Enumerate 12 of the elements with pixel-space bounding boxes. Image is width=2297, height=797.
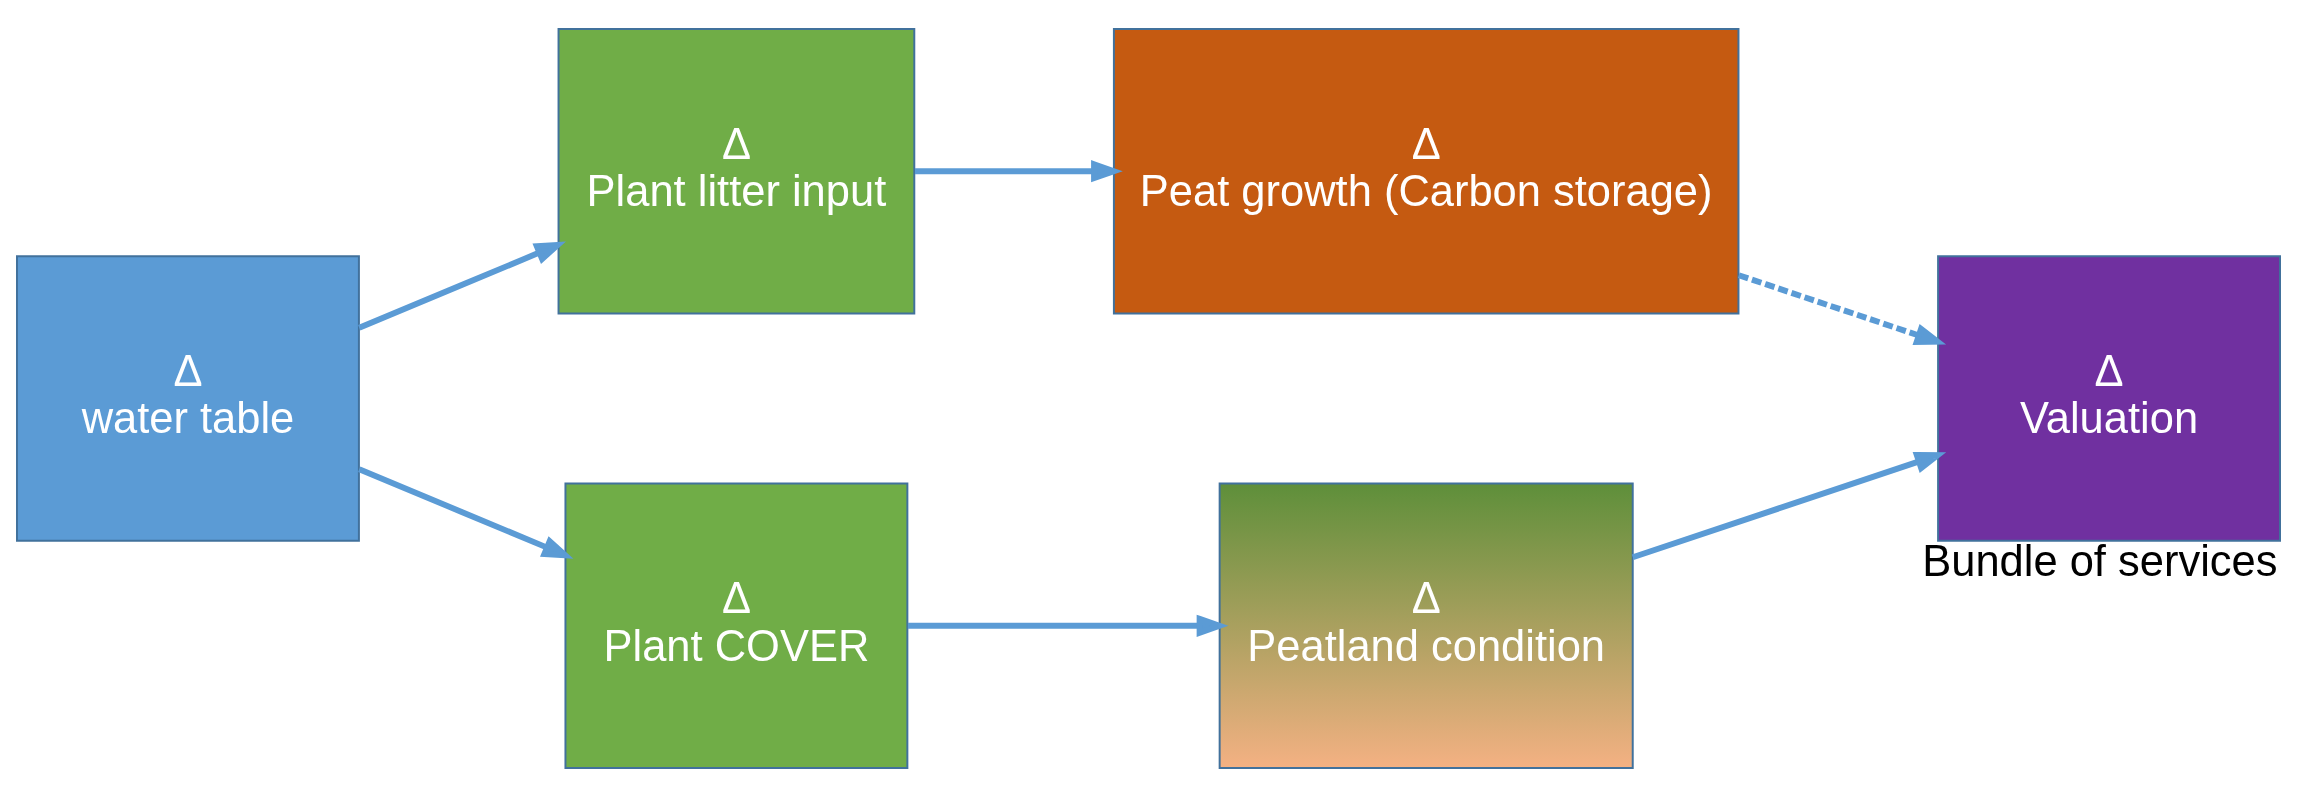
node-box: Δ Plant litter input (557, 27, 916, 315)
arrow (358, 466, 574, 559)
arrow (1737, 272, 1947, 346)
node-box: Δ Peatland condition (1218, 482, 1634, 770)
node-box: Δ Peat growth (Carbon storage) (1112, 27, 1740, 315)
arrow (358, 241, 566, 331)
node-box: Δ Valuation (1937, 255, 2281, 542)
arrow (907, 614, 1229, 637)
node-box: Δ Plant COVER (564, 482, 909, 770)
node-box: Δ water table (16, 255, 360, 542)
arrow (915, 160, 1123, 183)
arrow (1631, 451, 1947, 561)
